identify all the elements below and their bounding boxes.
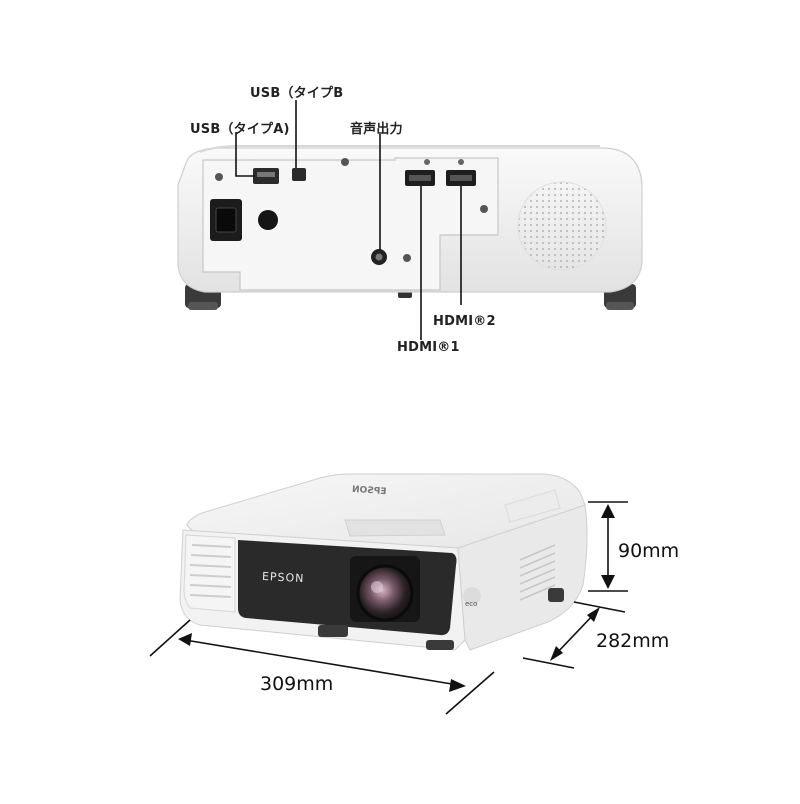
dimension-width: 309mm <box>260 673 334 695</box>
side-face <box>457 504 588 651</box>
dimension-lines <box>149 501 628 715</box>
rear-view <box>177 100 643 340</box>
brand-logo: EPSON <box>261 569 305 586</box>
eco-badge: eco <box>465 600 478 608</box>
label-usb-type-b: USB（タイプB <box>250 86 344 101</box>
usb-b-port <box>292 168 306 181</box>
dimension-height: 90mm <box>618 540 680 562</box>
connector-plate <box>202 157 499 291</box>
label-usb-type-a: USB（タイプA) <box>190 122 290 137</box>
top-face <box>186 473 586 556</box>
speaker-grille <box>517 181 607 271</box>
front-vent <box>183 534 236 613</box>
front-foot-right <box>426 640 454 650</box>
kensington-slot <box>258 210 278 230</box>
label-hdmi2: HDMI®2 <box>433 314 496 329</box>
callout-lines <box>235 100 462 340</box>
dimension-depth: 282mm <box>596 630 670 652</box>
label-audio-out: 音声出力 <box>350 122 403 137</box>
front-view <box>149 473 628 715</box>
front-foot-left <box>318 625 348 637</box>
lens <box>356 564 414 622</box>
label-hdmi1: HDMI®1 <box>397 340 460 355</box>
